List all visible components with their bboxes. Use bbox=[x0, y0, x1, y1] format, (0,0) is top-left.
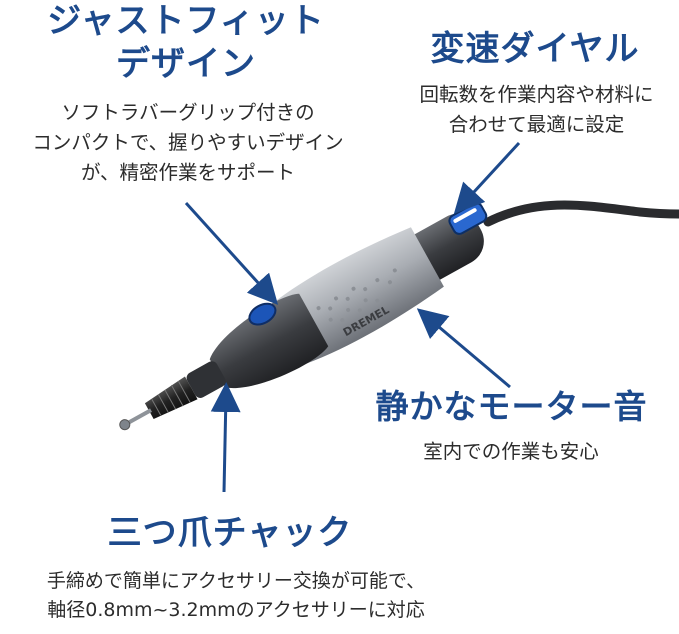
feature-title-variable-dial: 変速ダイヤル bbox=[430, 29, 640, 69]
feature-desc-variable-dial: 回転数を作業内容や材料に 合わせて最適に設定 bbox=[394, 80, 679, 140]
arrow-just-fit bbox=[184, 201, 279, 305]
rotary-tool: DREMEL bbox=[119, 202, 488, 431]
desc-line: ソフトラバーグリップ付きの bbox=[61, 101, 315, 124]
arrow-chuck bbox=[210, 382, 241, 493]
arrow-variable-dial bbox=[453, 141, 521, 214]
feature-desc-three-jaw-chuck: 手締めで簡単にアクセサリー交換が可能で、 軸径0.8mm~3.2mmのアクセサリ… bbox=[0, 567, 472, 626]
feature-title-just-fit: ジャストフィット デザイン bbox=[0, 0, 372, 85]
feature-title-quiet-motor: 静かなモーター音 bbox=[375, 387, 648, 426]
desc-line: 手締めで簡単にアクセサリー交換が可能で、 bbox=[46, 570, 426, 592]
feature-title-three-jaw-chuck: 三つ爪チャック bbox=[107, 513, 353, 553]
desc-line: コンパクトで、握りやすいデザイン bbox=[32, 131, 344, 155]
power-cord bbox=[483, 200, 679, 227]
desc-line: 回転数を作業内容や材料に bbox=[419, 83, 654, 106]
desc-line: 合わせて最適に設定 bbox=[448, 113, 625, 137]
arrow-quiet-motor bbox=[416, 308, 511, 389]
desc-line: が、精密作業をサポート bbox=[80, 161, 296, 185]
title-line: ジャストフィット bbox=[47, 1, 325, 41]
feature-desc-just-fit: ソフトラバーグリップ付きの コンパクトで、握りやすいデザイン が、精密作業をサポ… bbox=[0, 98, 376, 189]
title-line: デザイン bbox=[116, 43, 256, 84]
feature-desc-quiet-motor: 室内での作業も安心 bbox=[423, 440, 599, 463]
desc-line: 軸径0.8mm~3.2mmのアクセサリーに対応 bbox=[47, 599, 425, 622]
